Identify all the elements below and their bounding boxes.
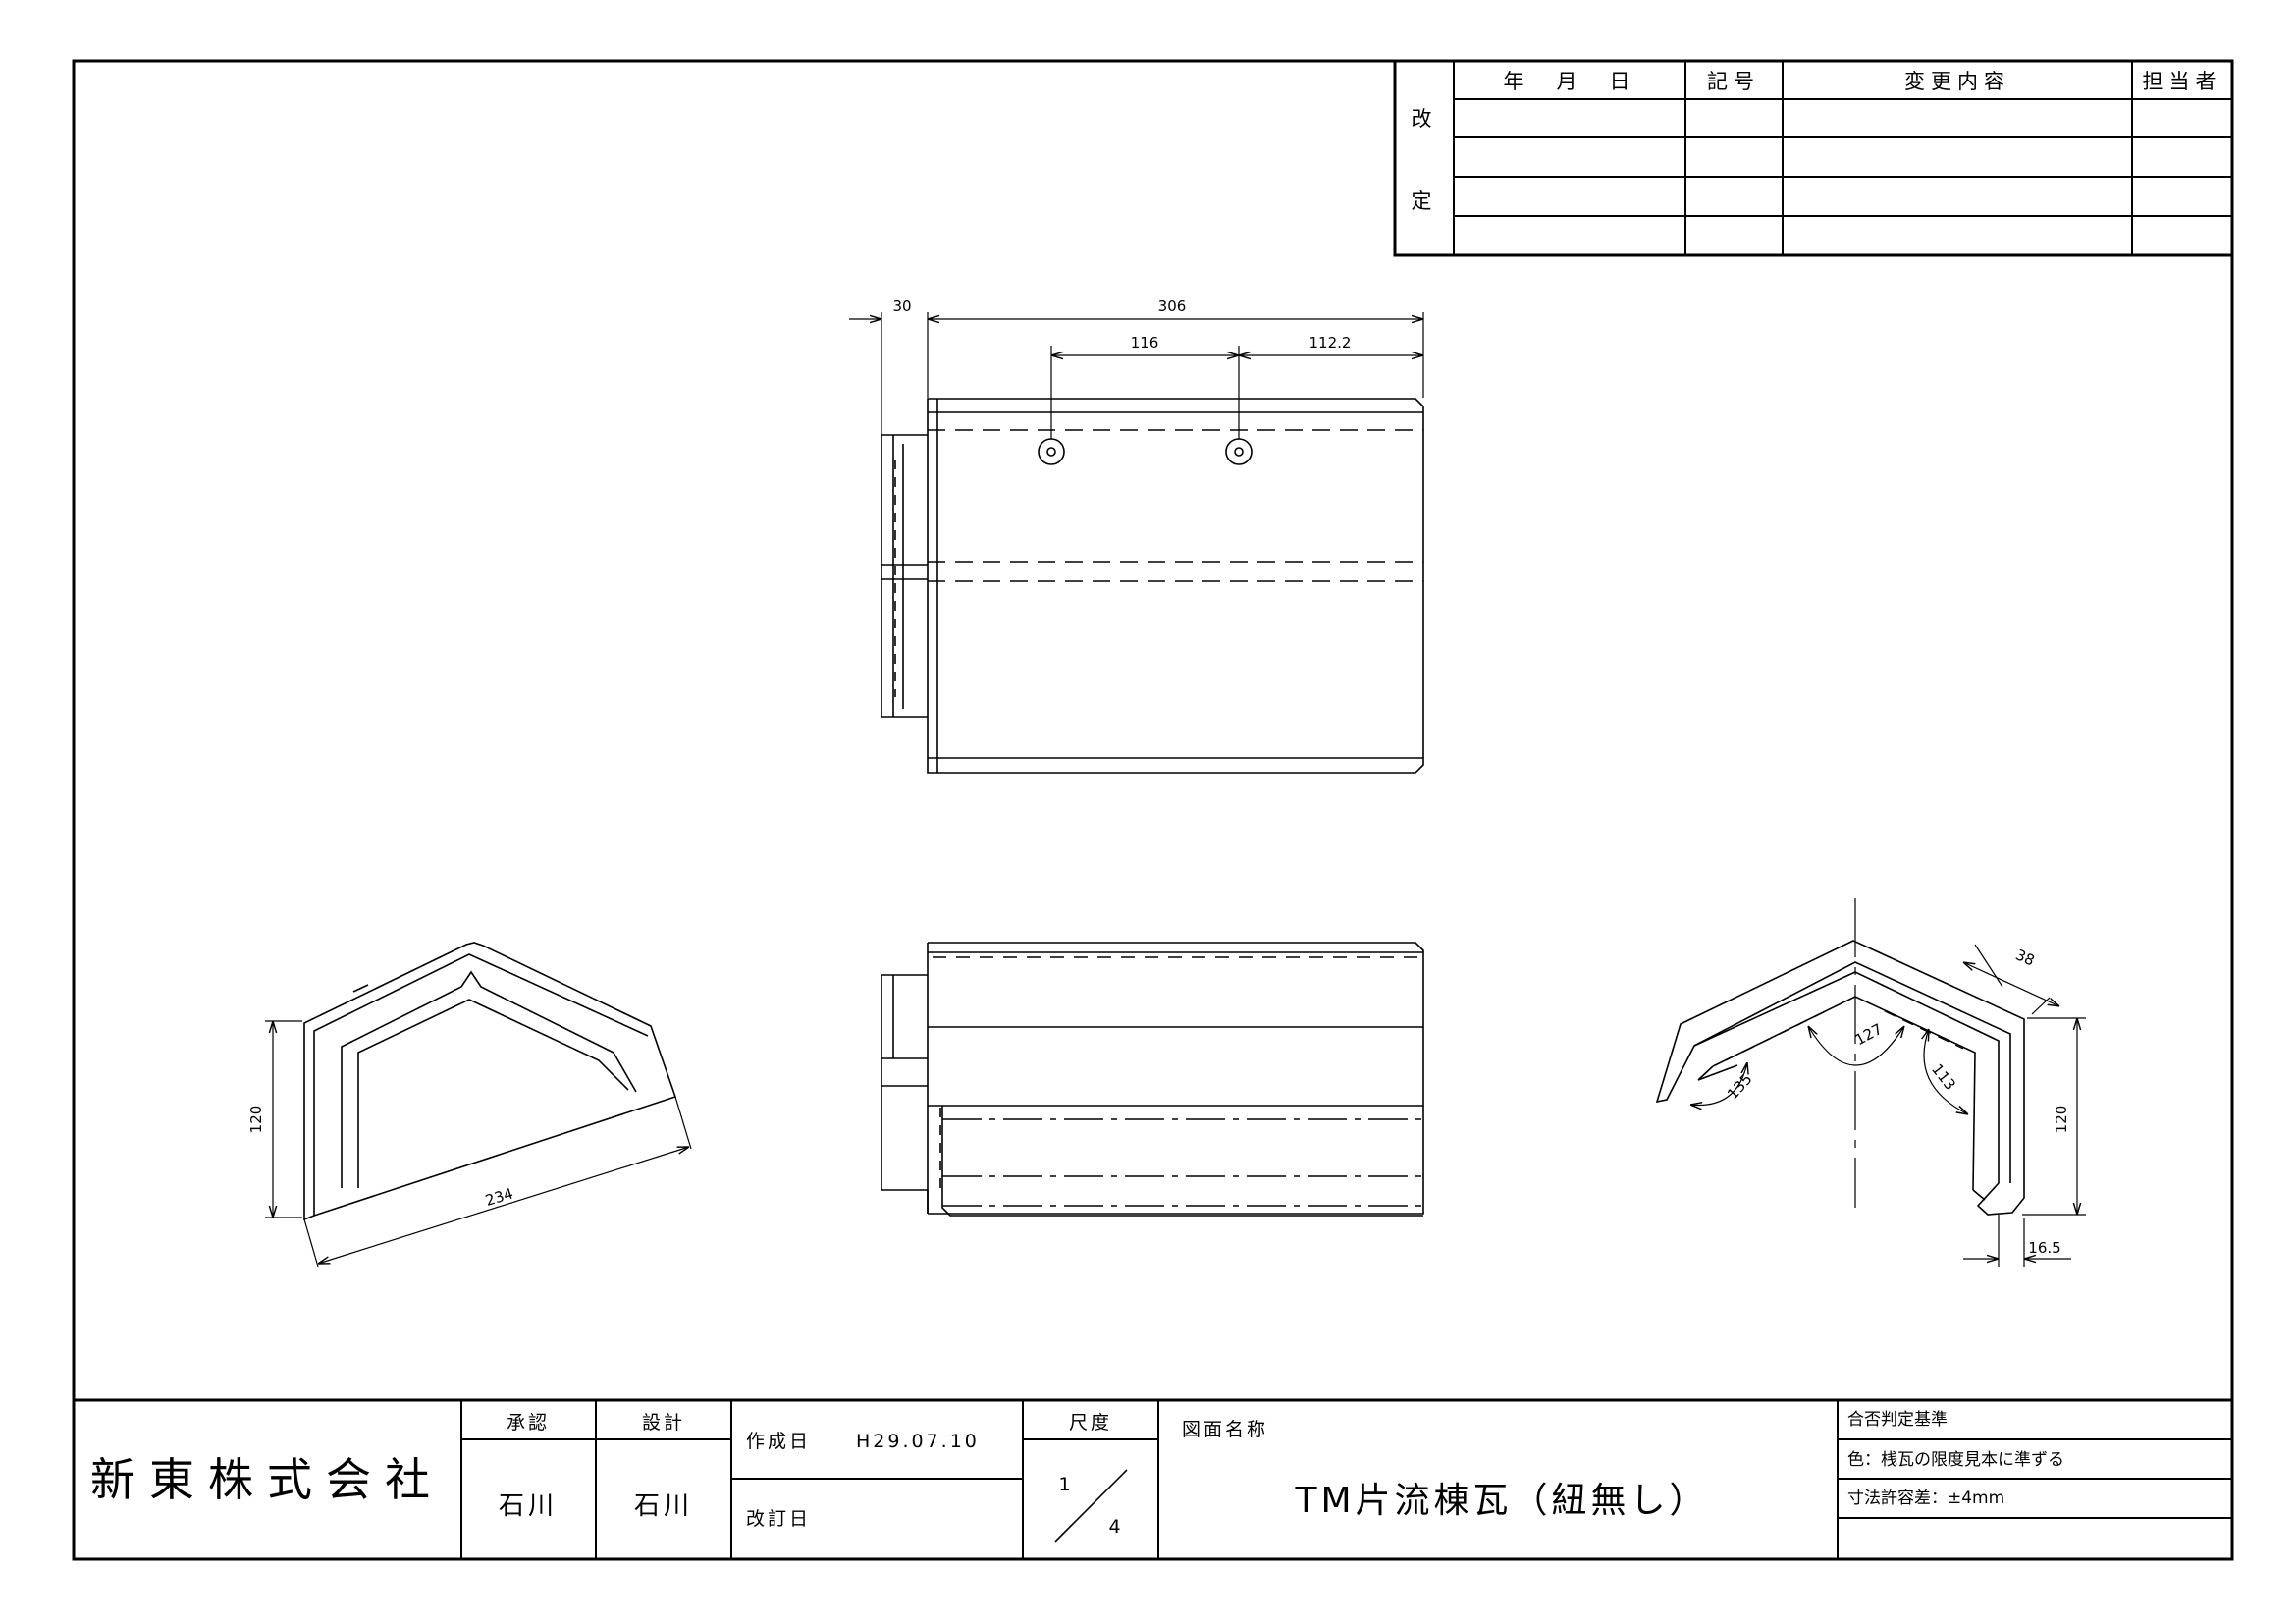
- dim-left-height: 120: [247, 1106, 265, 1134]
- left-view-dimensions: [265, 1020, 692, 1268]
- scale-numerator: 1: [1058, 1474, 1073, 1495]
- revision-side-label-2: 定: [1412, 189, 1438, 213]
- revision-table: [1393, 59, 2234, 257]
- dim-right-16-5: 16.5: [2028, 1239, 2060, 1257]
- scale-label: 尺度: [1069, 1412, 1112, 1434]
- company-name: 新東株式会社: [90, 1453, 444, 1506]
- design-label: 設計: [642, 1412, 685, 1434]
- top-view-dimensions: [849, 312, 1424, 439]
- revision-side-label-1: 改: [1412, 107, 1438, 131]
- approver-name: 石川: [499, 1491, 558, 1521]
- dim-right-38: 38: [2013, 946, 2038, 969]
- revision-col-mark: 記号: [1707, 70, 1760, 93]
- drawing-title: TM片流棟瓦（紐無し）: [1294, 1481, 1708, 1521]
- revision-col-date: 年 月 日: [1504, 70, 1636, 93]
- revision-col-content: 変更内容: [1904, 70, 2010, 93]
- dim-top-30: 30: [892, 298, 911, 315]
- dim-left-width: 234: [483, 1184, 515, 1210]
- dim-top-116: 116: [1131, 334, 1159, 352]
- top-view: [881, 398, 1424, 774]
- revised-date-label: 改訂日: [746, 1508, 811, 1530]
- designer-name: 石川: [634, 1491, 693, 1521]
- title-block: [74, 1398, 2232, 1559]
- right-view-dimensions: [1963, 944, 2086, 1267]
- dim-angle-113: 113: [1928, 1060, 1959, 1094]
- dim-top-306: 306: [1158, 298, 1187, 315]
- dim-angle-127: 127: [1852, 1020, 1886, 1049]
- scale-denominator: 4: [1108, 1516, 1123, 1538]
- approve-label: 承認: [507, 1412, 550, 1434]
- drawing-border: [72, 59, 2234, 1561]
- revision-col-person: 担当者: [2143, 70, 2222, 93]
- criteria-label: 合否判定基準: [1847, 1410, 1948, 1430]
- dim-right-height: 120: [2053, 1106, 2070, 1134]
- drawing-name-label: 図面名称: [1182, 1419, 1268, 1440]
- dim-top-112-2: 112.2: [1309, 334, 1352, 352]
- left-side-view: [303, 942, 677, 1221]
- created-date-label: 作成日: [746, 1431, 811, 1452]
- front-view: [881, 942, 1424, 1217]
- criteria-tolerance: 寸法許容差：±4mm: [1847, 1489, 2004, 1508]
- criteria-color: 色：桟瓦の限度見本に準ずる: [1847, 1450, 2064, 1470]
- dim-angle-135: 135: [1724, 1070, 1756, 1103]
- created-date-value: H29.07.10: [856, 1431, 980, 1452]
- right-side-view: [1655, 898, 2025, 1216]
